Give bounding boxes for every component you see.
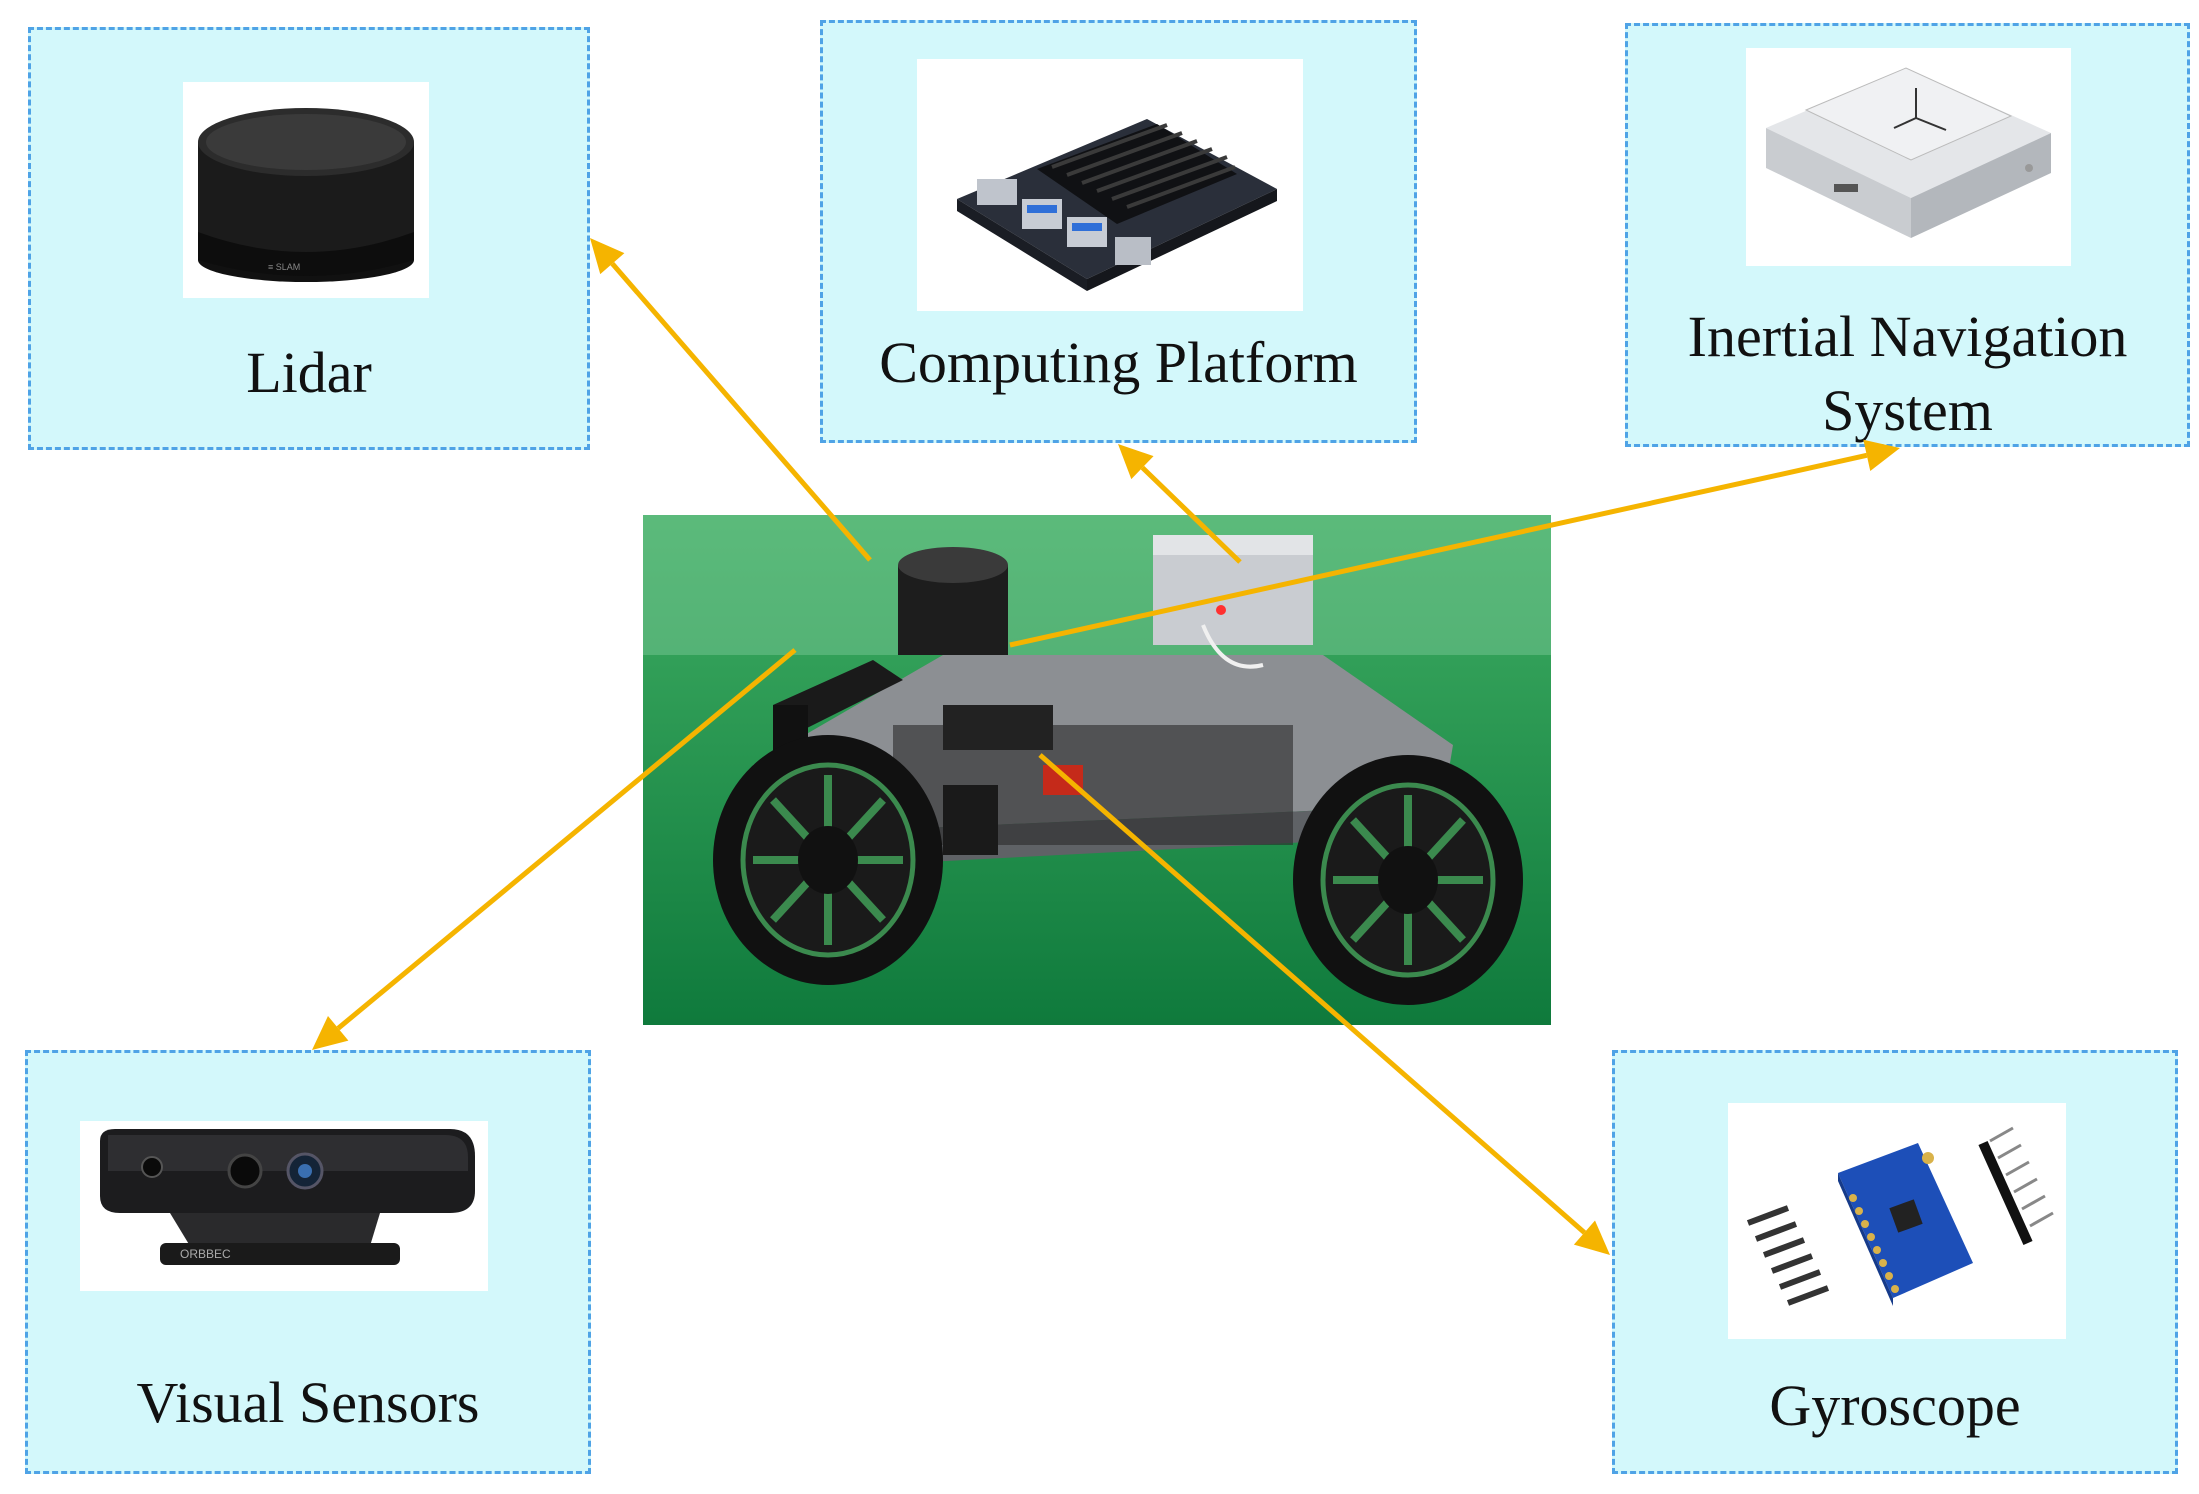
imu-module-photo	[1746, 48, 2071, 266]
gyroscope-breakout-photo	[1728, 1103, 2066, 1339]
gyroscope-label: Gyroscope	[1769, 1373, 2021, 1438]
inertial-navigation-box: Inertial Navigation System	[1625, 23, 2190, 447]
computing-platform-label: Computing Platform	[879, 330, 1358, 395]
lidar-photo: ≡ SLAM	[183, 82, 429, 298]
svg-text:≡ SLAM: ≡ SLAM	[268, 262, 300, 272]
inertial-navigation-label-line1: Inertial Navigation	[1687, 304, 2128, 369]
computing-platform-box: Computing Platform	[820, 20, 1417, 443]
gyroscope-box: Gyroscope	[1612, 1050, 2178, 1474]
robot-car-photo	[643, 515, 1551, 1025]
depth-camera-photo: ORBBEC	[80, 1121, 488, 1291]
visual-sensors-box: ORBBEC Visual Sensors	[25, 1050, 591, 1474]
computing-board-photo	[917, 59, 1303, 311]
lidar-box: ≡ SLAM Lidar	[28, 27, 590, 450]
lidar-label: Lidar	[246, 340, 372, 405]
svg-text:ORBBEC: ORBBEC	[180, 1247, 231, 1261]
inertial-navigation-label-line2: System	[1822, 378, 1993, 443]
visual-sensors-label: Visual Sensors	[136, 1370, 480, 1435]
